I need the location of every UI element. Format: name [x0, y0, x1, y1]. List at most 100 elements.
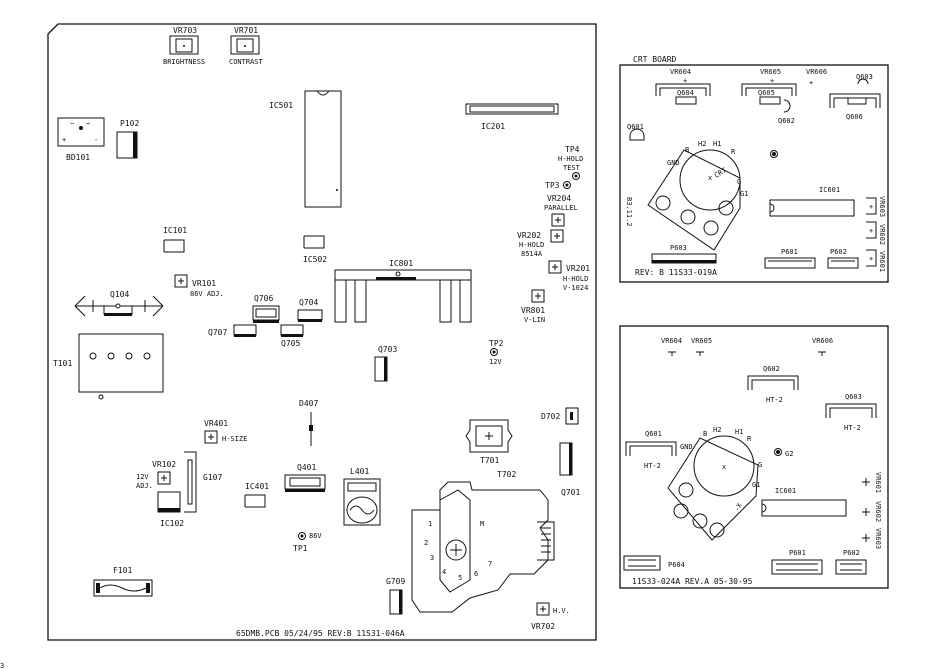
crt2-pin-g: G — [758, 461, 762, 469]
crt2-p601: P601 — [771, 549, 823, 575]
crt1-ic601: IC601 — [769, 186, 855, 217]
crt2-q602: Q602 HT-2 — [747, 365, 799, 404]
f101: F101 — [93, 566, 153, 597]
vr204: VR204 PARALLEL — [544, 194, 578, 227]
crt2-vr605-label: VR605 — [691, 337, 712, 345]
t701-label: T701 — [480, 456, 499, 465]
brightness-label: BRIGHTNESS — [163, 58, 205, 66]
ic501: IC501 — [269, 90, 342, 208]
crt1-socket: x CRT B H2 H1 R G G1 GND — [647, 140, 748, 251]
tp2-desc: 12V — [489, 358, 502, 366]
crt2-q601: Q601 HT-2 — [625, 430, 677, 470]
q701: Q701 — [559, 442, 580, 497]
vr202: VR202 H-HOLD 8514A — [517, 229, 564, 258]
crt1-pin-h2: H2 — [698, 140, 706, 148]
vr401-desc: H-SIZE — [222, 435, 247, 443]
tp1-label: TP1 — [293, 544, 308, 553]
t101-label: T101 — [53, 359, 72, 368]
p102: P102 — [116, 119, 139, 159]
vr102-label: VR102 — [152, 460, 176, 469]
crt1-date-code: B3.11.2 — [625, 197, 633, 227]
vr102: VR102 12V ADJ. — [136, 460, 176, 490]
vr201: VR201 H-HOLD V-1024 — [548, 260, 590, 292]
d407: D407 — [299, 399, 318, 446]
crt1-vr605-label: VR605 — [760, 68, 781, 76]
svg-text:7: 7 — [488, 560, 492, 568]
svg-text:~: ~ — [86, 120, 90, 128]
vr201-desc-1: H-HOLD — [563, 275, 588, 283]
crt1-q606-label: Q606 — [846, 113, 863, 121]
vr204-desc: PARALLEL — [544, 204, 578, 212]
vr801-label: VR801 — [521, 306, 545, 315]
crt2-vr-stack: VR601 VR602 VR603 — [862, 472, 882, 549]
crt1-vr603-label: VR603 — [878, 196, 886, 217]
svg-text:4: 4 — [442, 568, 446, 576]
vr204-label: VR204 — [547, 194, 571, 203]
crt1-vr606-label: VR606 — [806, 68, 827, 76]
vr702: H.V. VR702 — [531, 602, 570, 631]
ic401-label: IC401 — [245, 482, 269, 491]
crt2-g2-label: G2 — [785, 450, 793, 458]
vr201-label: VR201 — [566, 264, 590, 273]
contrast-label: CONTRAST — [229, 58, 264, 66]
tp1: 86V TP1 — [293, 532, 322, 553]
crt2-pin-h2: H2 — [713, 426, 721, 434]
l401-label: L401 — [350, 467, 369, 476]
crt1-p602: P602 — [827, 248, 859, 269]
d702: D702 — [541, 407, 579, 425]
q707: Q707 — [208, 324, 257, 337]
vr202-desc-1: H-HOLD — [519, 241, 544, 249]
crt1-crt-label: CRT — [713, 166, 729, 180]
tp4-desc-1: H-HOLD — [558, 155, 583, 163]
svg-text:1: 1 — [428, 520, 432, 528]
crt-board-1: CRT BOARD VR604 VR605 VR606 Q603 + Q604 … — [619, 55, 889, 283]
q706: Q706 — [252, 294, 280, 323]
q707-label: Q707 — [208, 328, 227, 337]
crt1-q605: + Q605 — [741, 77, 797, 113]
crt1-p601-label: P601 — [781, 248, 798, 256]
crt1-p601: P601 — [764, 248, 816, 269]
ic502: IC502 — [303, 235, 327, 264]
crt2-q603-label: Q603 — [845, 393, 862, 401]
vr101-desc: 86V ADJ. — [190, 290, 224, 298]
d407-label: D407 — [299, 399, 318, 408]
g107: G107 — [184, 451, 222, 513]
tp4-label: TP4 — [565, 145, 580, 154]
crt1-q605-label: Q605 — [758, 89, 775, 97]
crt2-footer: 11S33-024A REV.A 05-30-95 — [632, 577, 753, 586]
crt1-p602-label: P602 — [830, 248, 847, 256]
crt1-pin-g: G — [737, 178, 741, 186]
crt2-p604-label: P604 — [668, 561, 685, 569]
svg-text:M: M — [480, 520, 484, 528]
crt2-crt-note: -X — [733, 501, 745, 513]
vr701-pot: VR701 CONTRAST — [229, 26, 264, 66]
vr401: VR401 H-SIZE — [204, 419, 247, 444]
svg-text:+: + — [809, 79, 813, 87]
crt1-pin-gnd: GND — [667, 159, 680, 167]
vr703-pot: VR703 BRIGHTNESS — [163, 26, 205, 66]
ic201: IC201 — [465, 103, 559, 131]
bd101: + - ~ ~ BD101 — [57, 117, 105, 162]
tp4: TP4 H-HOLD TEST — [558, 145, 583, 180]
crt1-q604-label: Q604 — [677, 89, 694, 97]
main-board: VR703 BRIGHTNESS VR701 CONTRAST IC501 IC… — [47, 23, 597, 641]
crt1-q604: + Q604 — [655, 77, 711, 105]
q704-label: Q704 — [299, 298, 318, 307]
crt2-q602-label: Q602 — [763, 365, 780, 373]
tp4-desc-2: TEST — [563, 164, 581, 172]
q401: Q401 — [284, 463, 326, 492]
ic801: IC801 — [334, 259, 472, 323]
crt1-rev: REV: B 11S33-019A — [635, 268, 717, 277]
crt2-pin-b: B — [703, 430, 707, 438]
svg-text:+: + — [869, 255, 873, 263]
crt-board-2-outline — [619, 325, 889, 589]
vr101-label: VR101 — [192, 279, 216, 288]
crt2-pin-gnd: GND — [680, 443, 693, 451]
crt2-pin-r: R — [747, 435, 752, 443]
vr201-desc-2: V-1024 — [563, 284, 588, 292]
svg-text:6: 6 — [474, 570, 478, 578]
svg-text:x: x — [708, 174, 712, 182]
crt2-ic601-label: IC601 — [775, 487, 796, 495]
tp2-label: TP2 — [489, 339, 504, 348]
svg-text:~: ~ — [70, 120, 74, 128]
